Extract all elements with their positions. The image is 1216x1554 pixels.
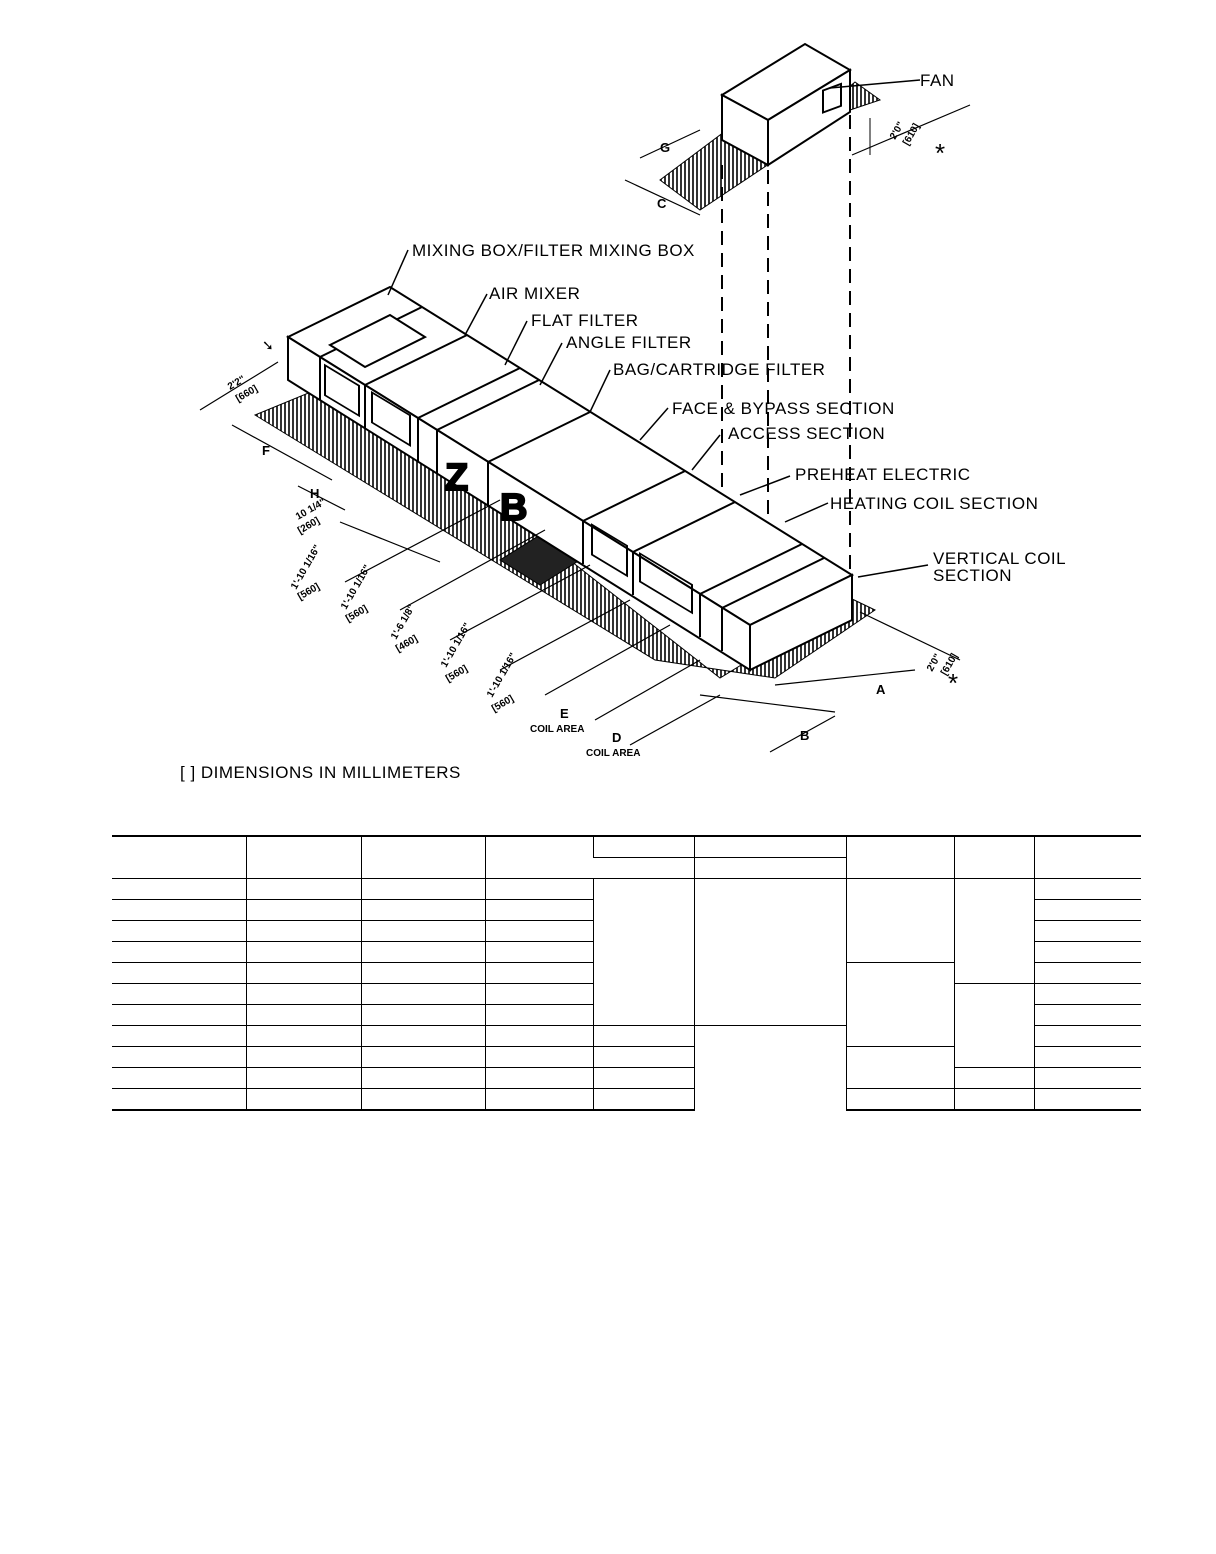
label-preheat-electric: PREHEAT ELECTRIC [795,465,971,484]
table-row [112,1088,1141,1111]
table-row [112,962,1141,1047]
table-row [112,941,1141,963]
label-vertical-coil-2: SECTION [933,566,1012,585]
table-row [112,1004,1141,1026]
dim-a-label: A [876,682,886,697]
filter-glyph-icon: B [500,487,527,529]
air-mixer-glyph-icon: Z [445,457,468,499]
main-unit: Z B [253,285,876,679]
dim-e-label: E [560,706,569,721]
section-dim-5-ft: 1'-10 1/16" [439,621,473,669]
table-row [112,983,1141,1068]
dim-d-label: D [612,730,621,745]
table-header-row [112,857,1141,879]
label-angle-filter: ANGLE FILTER [566,333,692,352]
dim-f-label: F [262,443,270,458]
section-dim-6-ft: 1'-10 1/16" [485,651,519,699]
table-row [112,1046,1141,1089]
right-asterisk: * [948,668,958,698]
dim-h-label: H [310,486,319,501]
table-header-row [112,835,1141,879]
coil-area-label-e: COIL AREA [530,724,584,735]
dim-c-label: C [657,196,667,211]
unit-arrangement-diagram: FAN 2'0" [610] * G C [199,42,1066,759]
label-flat-filter: FLAT FILTER [531,311,639,330]
label-air-mixer: AIR MIXER [489,284,580,303]
label-bag-filter: BAG/CARTRIDGE FILTER [613,360,825,379]
dim-g-label: G [660,140,670,155]
label-vertical-coil: VERTICAL COIL [933,549,1066,568]
table-row [112,1067,1141,1089]
section-dim-2-ft: 1'-10 1/16" [289,543,323,591]
section-dim-3-ft: 1'-10 1/16" [339,563,373,611]
table-row [112,899,1141,921]
section-callouts [387,249,929,578]
dimensions-note: [ ] DIMENSIONS IN MILLIMETERS [180,763,461,782]
table-row [112,1025,1141,1110]
coil-area-label-d: COIL AREA [586,748,640,759]
table-row [112,878,1141,1026]
arrow-icon: ➘ [262,337,274,353]
label-heating-coil: HEATING COIL SECTION [830,494,1038,513]
top-asterisk: * [935,138,945,168]
fan-label: FAN [920,71,955,90]
table-row [112,920,1141,942]
label-face-bypass: FACE & BYPASS SECTION [672,399,895,418]
label-access-section: ACCESS SECTION [728,424,885,443]
dim-b-label: B [800,728,809,743]
mixing-box-damper [327,313,428,369]
dimensions-table [112,835,1141,1111]
label-mixing-box: MIXING BOX/FILTER MIXING BOX [412,241,695,260]
